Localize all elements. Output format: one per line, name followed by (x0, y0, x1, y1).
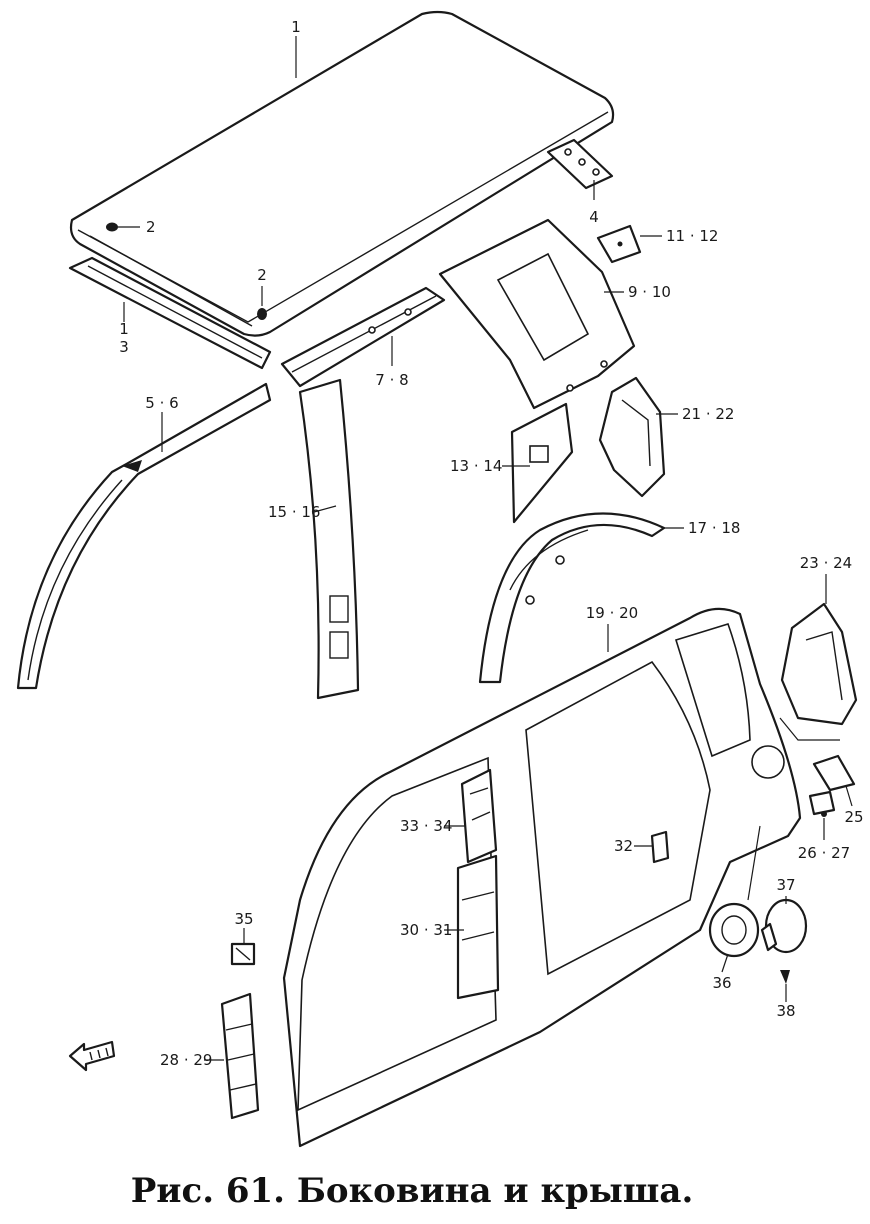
callout-4: 4 (589, 208, 599, 226)
fuel-filler-lid (760, 898, 808, 954)
callout-11-12: 11 · 12 (666, 227, 718, 245)
callout-17-18: 17 · 18 (688, 519, 740, 537)
front-direction-arrow-icon (68, 1040, 116, 1072)
callout-28-29: 28 · 29 (160, 1051, 212, 1069)
small-plate (650, 830, 670, 864)
front-roof-rail (68, 256, 272, 370)
callout-37: 37 (776, 876, 795, 894)
callout-19-20: 19 · 20 (586, 604, 638, 622)
callout-2-left: 2 (146, 218, 156, 236)
roof-clip-mid (257, 308, 267, 320)
callout-35: 35 (234, 910, 253, 928)
callout-9-10: 9 · 10 (628, 283, 671, 301)
callout-32: 32 (614, 837, 633, 855)
roof-clip-left (106, 222, 118, 232)
body-side-outer (282, 607, 802, 1148)
roof-rear-bracket (546, 138, 614, 190)
callout-3: 3 (119, 338, 129, 356)
bumper-bracket (812, 754, 856, 792)
bracket-clip-35 (230, 942, 256, 966)
callout-labels: 1 2 2 1 3 4 11 · 12 9 · 10 7 · 8 5 · 6 2… (119, 18, 863, 1069)
small-bracket (596, 224, 642, 264)
callout-33-34: 33 · 34 (400, 817, 452, 835)
callout-1-roof: 1 (291, 18, 301, 36)
roof-side-rail (280, 286, 446, 388)
callout-2-mid: 2 (257, 266, 267, 284)
leader-lines (118, 36, 853, 1061)
callout-1-rail: 1 (119, 320, 129, 338)
rear-quarter-inner-panel (438, 218, 636, 410)
callout-36: 36 (712, 974, 731, 992)
roof-panel (69, 10, 615, 337)
center-pillar-reinforcement-lower (456, 854, 500, 1000)
callout-30-31: 30 · 31 (400, 921, 452, 939)
rear-wheelhouse-extension (598, 376, 666, 498)
center-pillar-reinforcement-upper (460, 768, 498, 864)
callout-26-27: 26 · 27 (798, 844, 850, 862)
callout-25: 25 (844, 808, 863, 826)
front-pillar-outer (16, 382, 272, 690)
callout-23-24: 23 · 24 (800, 554, 852, 572)
rear-quarter-extension (780, 602, 858, 726)
center-pillar-inner (298, 378, 360, 700)
callout-21-22: 21 · 22 (682, 405, 734, 423)
side-clip (808, 790, 836, 817)
callout-5-6: 5 · 6 (145, 394, 178, 412)
figure-caption: Рис. 61. Боковина и крыша. (131, 1171, 694, 1211)
callout-15-16: 15 · 16 (268, 503, 320, 521)
fuel-filler-housing (708, 902, 760, 958)
callout-13-14: 13 · 14 (450, 457, 502, 475)
callout-7-8: 7 · 8 (375, 371, 408, 389)
callout-38: 38 (776, 1002, 795, 1020)
lid-screw (780, 970, 790, 984)
front-pillar-lower-inner (220, 992, 260, 1120)
inner-gusset (510, 402, 574, 524)
